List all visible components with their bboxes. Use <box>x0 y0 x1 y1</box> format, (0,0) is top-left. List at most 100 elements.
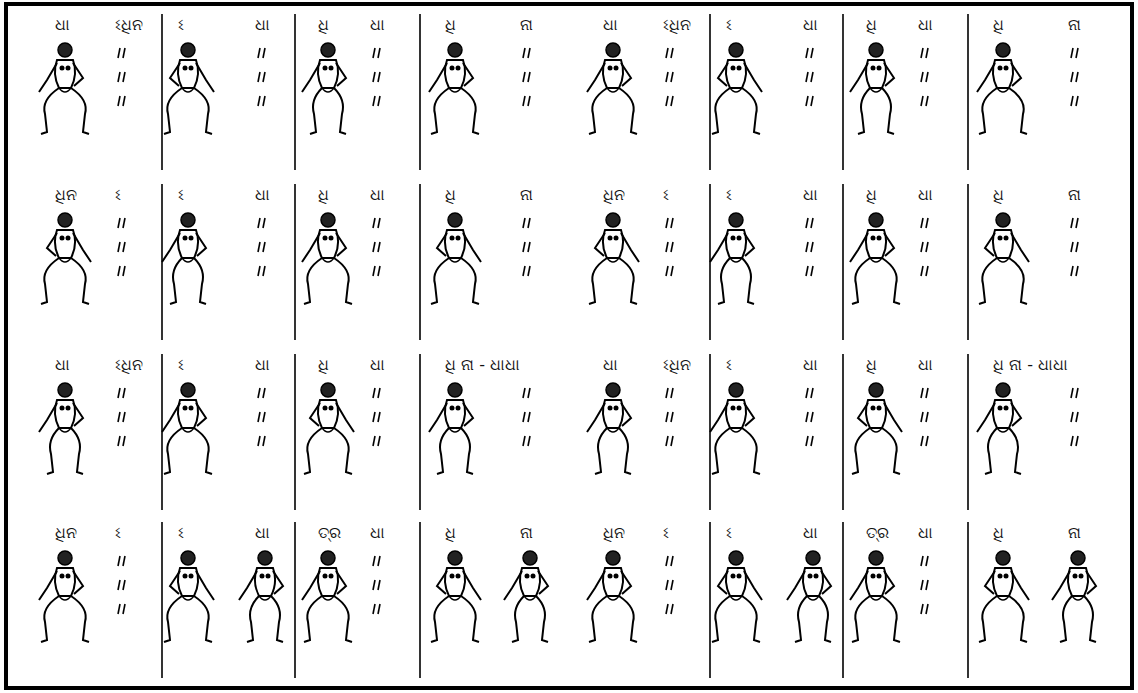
rest-mark <box>258 412 265 422</box>
bol-syllable: ଽ <box>726 524 732 542</box>
dancer-figure <box>164 551 214 642</box>
bar-line <box>419 354 421 510</box>
bar-line <box>294 14 296 170</box>
dancer-figure <box>787 551 831 642</box>
rest-mark <box>806 72 813 82</box>
bol-syllable: ଧା <box>803 356 818 374</box>
rest-mark <box>373 412 380 422</box>
bar-line <box>294 184 296 340</box>
bol-syllable: ଽ <box>663 186 669 204</box>
bol-syllable: ନା <box>1068 16 1081 34</box>
dancer-figure <box>431 551 481 642</box>
rest-mark <box>373 266 380 276</box>
bar-line <box>842 354 844 510</box>
bol-syllable: ଧି <box>318 16 329 34</box>
rest-mark <box>666 604 673 614</box>
rest-mark <box>118 218 125 228</box>
rest-mark <box>806 242 813 252</box>
rest-mark <box>666 242 673 252</box>
bol-syllable: ଧି <box>445 16 456 34</box>
rest-mark <box>921 556 928 566</box>
bol-syllable: ଧି <box>445 524 456 542</box>
bol-syllable: ଧି <box>866 16 877 34</box>
bol-syllable: ଽଧିନ <box>115 356 143 374</box>
dancer-figure <box>850 43 894 134</box>
rest-mark <box>373 436 380 446</box>
bol-syllable: ଽଧିନ <box>663 356 691 374</box>
bol-syllable: ଧା <box>918 356 933 374</box>
rest-mark <box>373 580 380 590</box>
rest-mark <box>523 388 530 398</box>
rest-mark <box>373 72 380 82</box>
rest-mark <box>1071 48 1078 58</box>
dancer-figure <box>977 43 1027 134</box>
rest-mark <box>523 96 530 106</box>
bol-syllable: ଧି <box>445 186 456 204</box>
rest-mark <box>921 266 928 276</box>
bol-syllable: ତ୍ର <box>318 524 341 542</box>
rest-mark <box>258 266 265 276</box>
rest-mark <box>666 266 673 276</box>
bol-syllable: ଧା <box>918 186 933 204</box>
rest-mark <box>921 580 928 590</box>
bol-syllable: ଽ <box>115 524 121 542</box>
bar-line <box>967 184 969 340</box>
rest-mark <box>666 436 673 446</box>
bol-syllable: ନା <box>1068 524 1081 542</box>
rest-mark <box>373 242 380 252</box>
bol-syllable: ଧିନ <box>603 186 625 204</box>
dancer-figure <box>239 551 283 642</box>
bol-syllable: ଽ <box>726 16 732 34</box>
rest-mark <box>666 48 673 58</box>
rest-mark <box>523 242 530 252</box>
bol-syllable: ଧି <box>993 186 1004 204</box>
bol-syllable: ଧିନ <box>55 186 77 204</box>
rest-mark <box>1071 388 1078 398</box>
rest-mark <box>258 218 265 228</box>
bar-line <box>419 184 421 340</box>
bar-line <box>419 14 421 170</box>
bar-line <box>967 354 969 510</box>
bol-syllable: ଧା <box>603 16 618 34</box>
bol-syllable: ଽ <box>178 186 184 204</box>
rest-mark <box>523 436 530 446</box>
bol-syllable: ଧା <box>370 16 385 34</box>
bol-syllable: ଧା <box>370 524 385 542</box>
bol-syllable: ଧା <box>370 186 385 204</box>
dancer-figure <box>302 213 352 304</box>
dancer-figure <box>39 43 89 134</box>
bol-syllable: ଽ <box>178 356 184 374</box>
bol-syllable: ଧି <box>993 524 1004 542</box>
dancer-figure <box>587 43 637 134</box>
bar-line <box>842 184 844 340</box>
rest-mark <box>666 218 673 228</box>
bol-syllable: ଧା <box>255 16 270 34</box>
bar-line <box>709 522 711 678</box>
rest-mark <box>1071 72 1078 82</box>
rest-mark <box>523 266 530 276</box>
bol-syllable: ଽଧିନ <box>115 16 143 34</box>
rest-mark <box>118 580 125 590</box>
dancer-figure <box>302 43 346 134</box>
rest-mark <box>666 96 673 106</box>
rest-mark <box>921 412 928 422</box>
dancer-figure <box>304 383 354 474</box>
dancer-figure <box>712 551 762 642</box>
bar-line <box>161 522 163 678</box>
rest-mark <box>921 48 928 58</box>
bol-syllable: ଧା <box>803 524 818 542</box>
page-frame <box>6 4 1132 688</box>
rest-mark <box>666 412 673 422</box>
dancer-figure <box>431 213 481 304</box>
rest-mark <box>118 556 125 566</box>
rest-mark <box>258 436 265 446</box>
rest-mark <box>258 72 265 82</box>
rest-mark <box>118 388 125 398</box>
bol-syllable: ଧା <box>918 524 933 542</box>
rest-mark <box>1071 242 1078 252</box>
dancer-figure <box>587 383 631 474</box>
rest-mark <box>921 96 928 106</box>
rest-mark <box>1071 96 1078 106</box>
bol-syllable: ଧା <box>255 524 270 542</box>
